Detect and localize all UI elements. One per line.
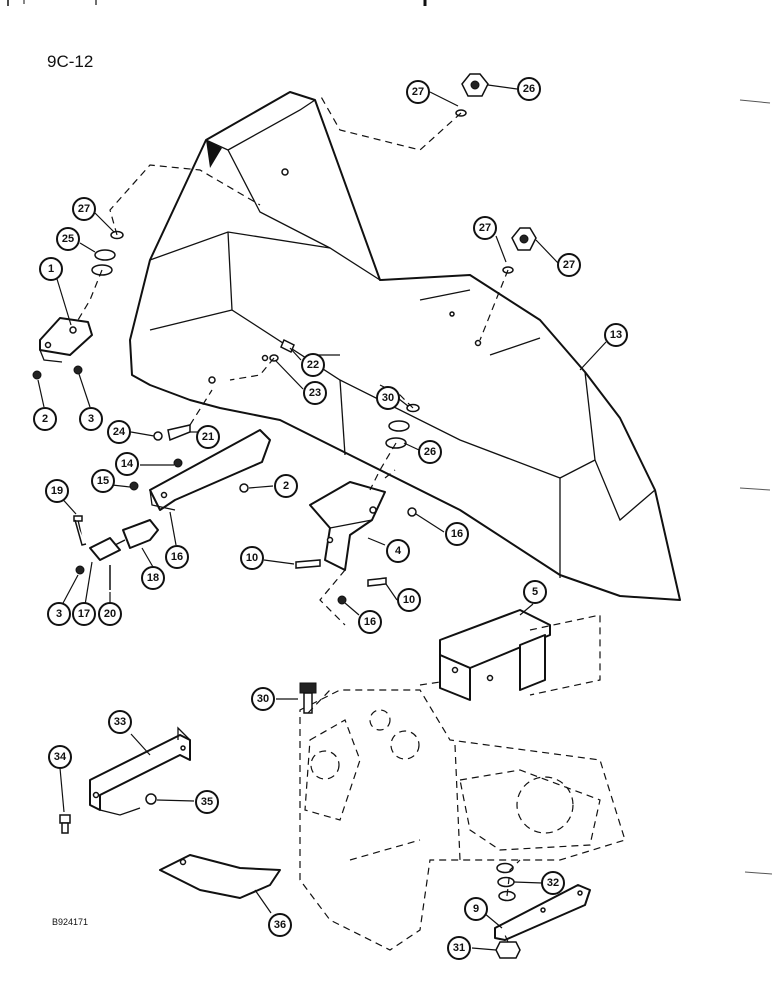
svg-text:16: 16 [364, 616, 376, 628]
svg-text:26: 26 [424, 446, 436, 458]
assembly-lines [77, 94, 521, 943]
svg-text:20: 20 [104, 608, 116, 620]
svg-text:3: 3 [88, 413, 94, 425]
callout-9: 9 [464, 897, 488, 921]
svg-text:18: 18 [147, 572, 159, 584]
callout-16b: 16 [445, 522, 469, 546]
callout-27b: 27 [473, 216, 497, 240]
svg-text:22: 22 [307, 359, 319, 371]
callout-32: 32 [541, 871, 565, 895]
svg-text:27: 27 [479, 222, 491, 234]
callout-4: 4 [386, 539, 410, 563]
svg-text:21: 21 [202, 431, 214, 443]
callout-20: 20 [98, 602, 122, 626]
section-number: 9C-12 [47, 52, 94, 71]
callout-13: 13 [604, 323, 628, 347]
callout-27c: 27 [72, 197, 96, 221]
bracket-5 [419, 609, 601, 701]
svg-text:23: 23 [309, 387, 321, 399]
callout-26b: 26 [418, 440, 442, 464]
callout-25b: 27 [557, 253, 581, 277]
svg-text:16: 16 [451, 528, 463, 540]
svg-text:10: 10 [246, 552, 258, 564]
svg-text:10: 10 [403, 594, 415, 606]
shield-13 [129, 91, 681, 601]
svg-text:4: 4 [395, 545, 402, 557]
svg-text:30: 30 [382, 392, 394, 404]
bracket-1 [39, 317, 93, 363]
svg-text:2: 2 [42, 413, 48, 425]
svg-text:26: 26 [523, 83, 535, 95]
callout-27a: 27 [406, 80, 430, 104]
callout-3b: 3 [47, 602, 71, 626]
svg-text:27: 27 [563, 259, 575, 271]
svg-text:35: 35 [201, 796, 213, 808]
callout-21: 21 [196, 425, 220, 449]
bracket-33 [89, 726, 191, 816]
callout-5: 5 [523, 580, 547, 604]
callout-34: 34 [48, 745, 72, 769]
svg-text:34: 34 [54, 751, 67, 763]
svg-text:9: 9 [473, 903, 479, 915]
callout-26a: 25 [56, 227, 80, 251]
bracket-4 [309, 469, 396, 626]
svg-text:13: 13 [610, 329, 622, 341]
svg-text:2: 2 [283, 480, 289, 492]
callout-15: 14 [115, 452, 139, 476]
svg-text:36: 36 [274, 919, 286, 931]
callout-30: 30 [251, 687, 275, 711]
svg-text:1: 1 [48, 263, 54, 275]
svg-text:31: 31 [453, 942, 465, 954]
plate-36 [159, 854, 281, 899]
svg-text:19: 19 [51, 485, 63, 497]
callout-18: 18 [141, 566, 165, 590]
callout-1: 1 [39, 257, 63, 281]
callout-23: 23 [303, 381, 327, 405]
callout-10b: 10 [397, 588, 421, 612]
svg-text:16: 16 [171, 551, 183, 563]
svg-text:32: 32 [547, 877, 559, 889]
callout-14: 16 [165, 545, 189, 569]
callout-36: 36 [268, 913, 292, 937]
callout-33: 33 [108, 710, 132, 734]
plate-9 [494, 884, 591, 941]
svg-text:15: 15 [97, 475, 109, 487]
callout-16a: 15 [91, 469, 115, 493]
svg-text:30: 30 [257, 693, 269, 705]
drawing-code: B924171 [52, 917, 89, 927]
callout-35: 35 [195, 790, 219, 814]
strap-14 [149, 429, 271, 511]
callout-24: 24 [107, 420, 131, 444]
callout-3a: 3 [79, 407, 103, 431]
callout-2a: 2 [33, 407, 57, 431]
callout-22: 22 [301, 353, 325, 377]
svg-text:33: 33 [114, 716, 126, 728]
svg-text:27: 27 [78, 203, 90, 215]
gearbox-hidden [299, 689, 626, 951]
svg-text:17: 17 [78, 608, 90, 620]
callout-2b: 2 [274, 474, 298, 498]
callout-17: 17 [72, 602, 96, 626]
svg-text:5: 5 [532, 586, 538, 598]
svg-text:24: 24 [113, 426, 126, 438]
leader-lines [37, 84, 607, 951]
scan-edge-marks [7, 0, 772, 875]
svg-text:14: 14 [121, 458, 134, 470]
callout-27d: 30 [376, 386, 400, 410]
callout-25a: 26 [517, 77, 541, 101]
svg-text:3: 3 [56, 608, 62, 620]
latch-assembly [73, 515, 159, 561]
callout-16c: 16 [358, 610, 382, 634]
callout-19: 19 [45, 479, 69, 503]
svg-text:27: 27 [412, 86, 424, 98]
callout-31: 31 [447, 936, 471, 960]
callout-10a: 10 [240, 546, 264, 570]
svg-text:25: 25 [62, 233, 74, 245]
